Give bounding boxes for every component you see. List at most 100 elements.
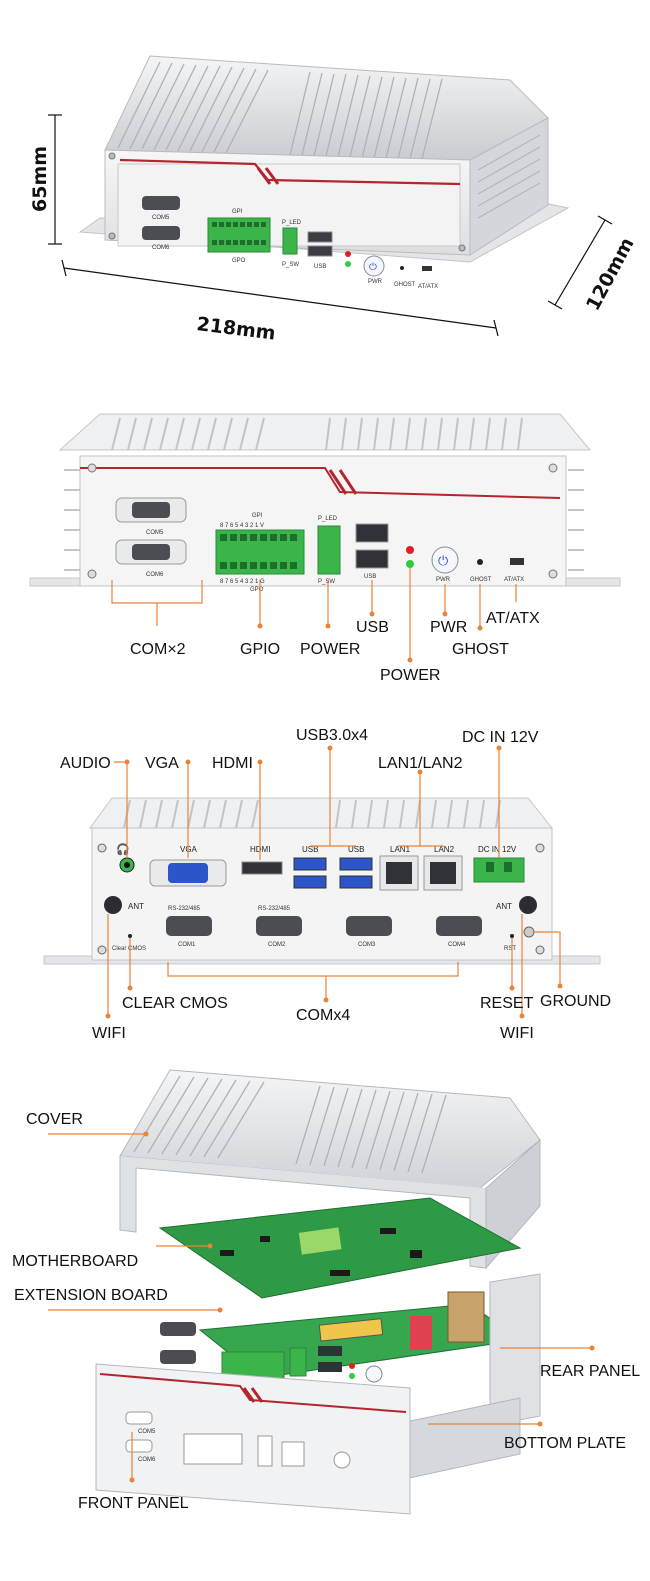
dc-in-label: DC IN 12V bbox=[478, 845, 517, 854]
at-atx-switch-iso bbox=[422, 266, 432, 271]
extension-board-ports bbox=[160, 1322, 383, 1383]
cover bbox=[119, 1069, 541, 1189]
gpio-numbers-bottom: 8 7 6 5 4 3 2 1 G bbox=[220, 579, 265, 585]
front-panel-com5: COM5 bbox=[138, 1429, 156, 1435]
gpio-numbers-top: 8 7 6 5 4 3 2 1 V bbox=[220, 523, 264, 529]
front-red-accent bbox=[80, 467, 561, 499]
usb3-port bbox=[293, 857, 327, 871]
wifi-antenna-left bbox=[104, 896, 122, 914]
power-led-green-iso bbox=[345, 261, 351, 267]
usb3-port bbox=[339, 857, 373, 871]
ghost-button bbox=[477, 559, 483, 565]
power-symbol-icon: ⏻ bbox=[438, 553, 448, 568]
p-sw-label-iso: P_SW bbox=[282, 262, 299, 268]
lan2-port bbox=[430, 862, 456, 884]
front-panel bbox=[95, 1363, 411, 1515]
com4-label: COM4 bbox=[448, 942, 466, 948]
callout-usb3: USB3.0x4 bbox=[296, 727, 368, 744]
power-led-red bbox=[406, 546, 414, 554]
callout-audio: AUDIO bbox=[60, 755, 111, 772]
callout-vga: VGA bbox=[145, 755, 179, 772]
com6-port bbox=[142, 226, 180, 240]
power-button-iso[interactable] bbox=[363, 255, 385, 277]
ground-screw bbox=[523, 926, 535, 938]
pwr-label: PWR bbox=[436, 577, 451, 583]
rear-panel bbox=[489, 1273, 541, 1427]
usb-port-bottom-iso bbox=[307, 245, 333, 257]
callout-com-x2: COM×2 bbox=[130, 641, 186, 658]
callout-gpio: GPIO bbox=[240, 641, 280, 658]
com6-label: COM6 bbox=[152, 245, 170, 251]
screw bbox=[108, 152, 116, 160]
rs-label-1: RS-232/485 bbox=[168, 906, 201, 912]
power-button[interactable] bbox=[431, 546, 459, 574]
com3-label: COM3 bbox=[358, 942, 376, 948]
bottom-plate bbox=[395, 1397, 521, 1481]
usb-port-bottom bbox=[355, 549, 389, 569]
gpo-label-iso: GPO bbox=[232, 258, 246, 264]
callout-wifi-right: WIFI bbox=[500, 1025, 534, 1042]
at-atx-switch bbox=[510, 558, 524, 565]
isometric-view-panel: COM5 COM6 GPI GPO P_LED P_SW USB ⏻ PWR G… bbox=[0, 0, 650, 370]
callout-at-atx: AT/ATX bbox=[486, 610, 540, 627]
dip-switch bbox=[410, 1316, 432, 1350]
com2-label: COM2 bbox=[268, 942, 286, 948]
front-heatsink-top bbox=[58, 413, 592, 451]
hdmi-port bbox=[241, 861, 283, 875]
lan1-label: LAN1 bbox=[390, 845, 411, 854]
at-atx-label: AT/ATX bbox=[504, 577, 524, 583]
isometric-view: COM5 COM6 GPI GPO P_LED P_SW USB ⏻ PWR G… bbox=[29, 55, 639, 345]
usb-port-top bbox=[355, 523, 389, 543]
com6-label: COM6 bbox=[146, 572, 164, 578]
wifi-antenna-right bbox=[519, 896, 537, 914]
msata-card bbox=[318, 1318, 384, 1342]
rear-view-panel: 🎧 VGA HDMI USB USB LAN1 LAN2 DC IN 12V A… bbox=[0, 700, 650, 1060]
callout-pwr: PWR bbox=[430, 619, 467, 636]
screw bbox=[458, 244, 466, 252]
callout-usb: USB bbox=[356, 619, 389, 636]
p-led-label: P_LED bbox=[318, 516, 338, 522]
power-led-green bbox=[406, 560, 414, 568]
com5-port bbox=[132, 502, 170, 518]
usb-label-1: USB bbox=[302, 845, 318, 854]
heatsink-fins bbox=[117, 61, 443, 160]
ghost-label-iso: GHOST bbox=[394, 282, 416, 288]
gpi-label-iso: GPI bbox=[232, 209, 243, 215]
front-view-panel: COM5 COM6 GPI 8 7 6 5 4 3 2 1 V 8 7 6 5 … bbox=[0, 370, 650, 700]
front-panel-com6: COM6 bbox=[138, 1457, 156, 1463]
callout-lan: LAN1/LAN2 bbox=[378, 755, 463, 772]
rst-label: RST bbox=[504, 946, 516, 952]
callout-power-header: POWER bbox=[300, 641, 360, 658]
dimension-lines bbox=[48, 114, 613, 337]
vga-port bbox=[168, 863, 208, 883]
dc-in-connector bbox=[473, 857, 525, 883]
com2-port bbox=[256, 916, 302, 936]
callout-ghost: GHOST bbox=[452, 641, 509, 658]
com6-port bbox=[132, 544, 170, 560]
ghost-button-iso bbox=[400, 266, 404, 270]
pwr-label-iso: PWR bbox=[368, 279, 383, 285]
usb-label-iso: USB bbox=[314, 264, 326, 270]
exploded-view-panel: COM5 COM6 COVER MOTHERBOARD EXTENSION BO… bbox=[0, 1060, 650, 1581]
com5-label: COM5 bbox=[146, 530, 164, 536]
vga-label: VGA bbox=[180, 845, 198, 854]
clear-cmos-button bbox=[128, 934, 132, 938]
callout-reset: RESET bbox=[480, 995, 534, 1012]
com3-port bbox=[346, 916, 392, 936]
callout-power-led: POWER bbox=[380, 667, 440, 684]
power-header-iso bbox=[282, 227, 298, 255]
callout-extension-board: EXTENSION BOARD bbox=[14, 1287, 168, 1304]
cover-side-walls bbox=[119, 1156, 487, 1269]
red-accent-stripes bbox=[256, 167, 280, 185]
clear-cmos-label: Clear CMOS bbox=[112, 946, 146, 952]
power-symbol-icon: ⏻ bbox=[369, 262, 377, 273]
callout-cover: COVER bbox=[26, 1111, 83, 1128]
headphone-icon: 🎧 bbox=[116, 843, 130, 856]
screw bbox=[108, 232, 116, 240]
height-dimension: 65mm bbox=[29, 146, 51, 212]
callout-rear-panel: REAR PANEL bbox=[540, 1363, 640, 1380]
p-sw-label: P_SW bbox=[318, 579, 335, 585]
gpi-label: GPI bbox=[252, 513, 263, 519]
p-led-label-iso: P_LED bbox=[282, 220, 302, 226]
callout-hdmi: HDMI bbox=[212, 755, 253, 772]
